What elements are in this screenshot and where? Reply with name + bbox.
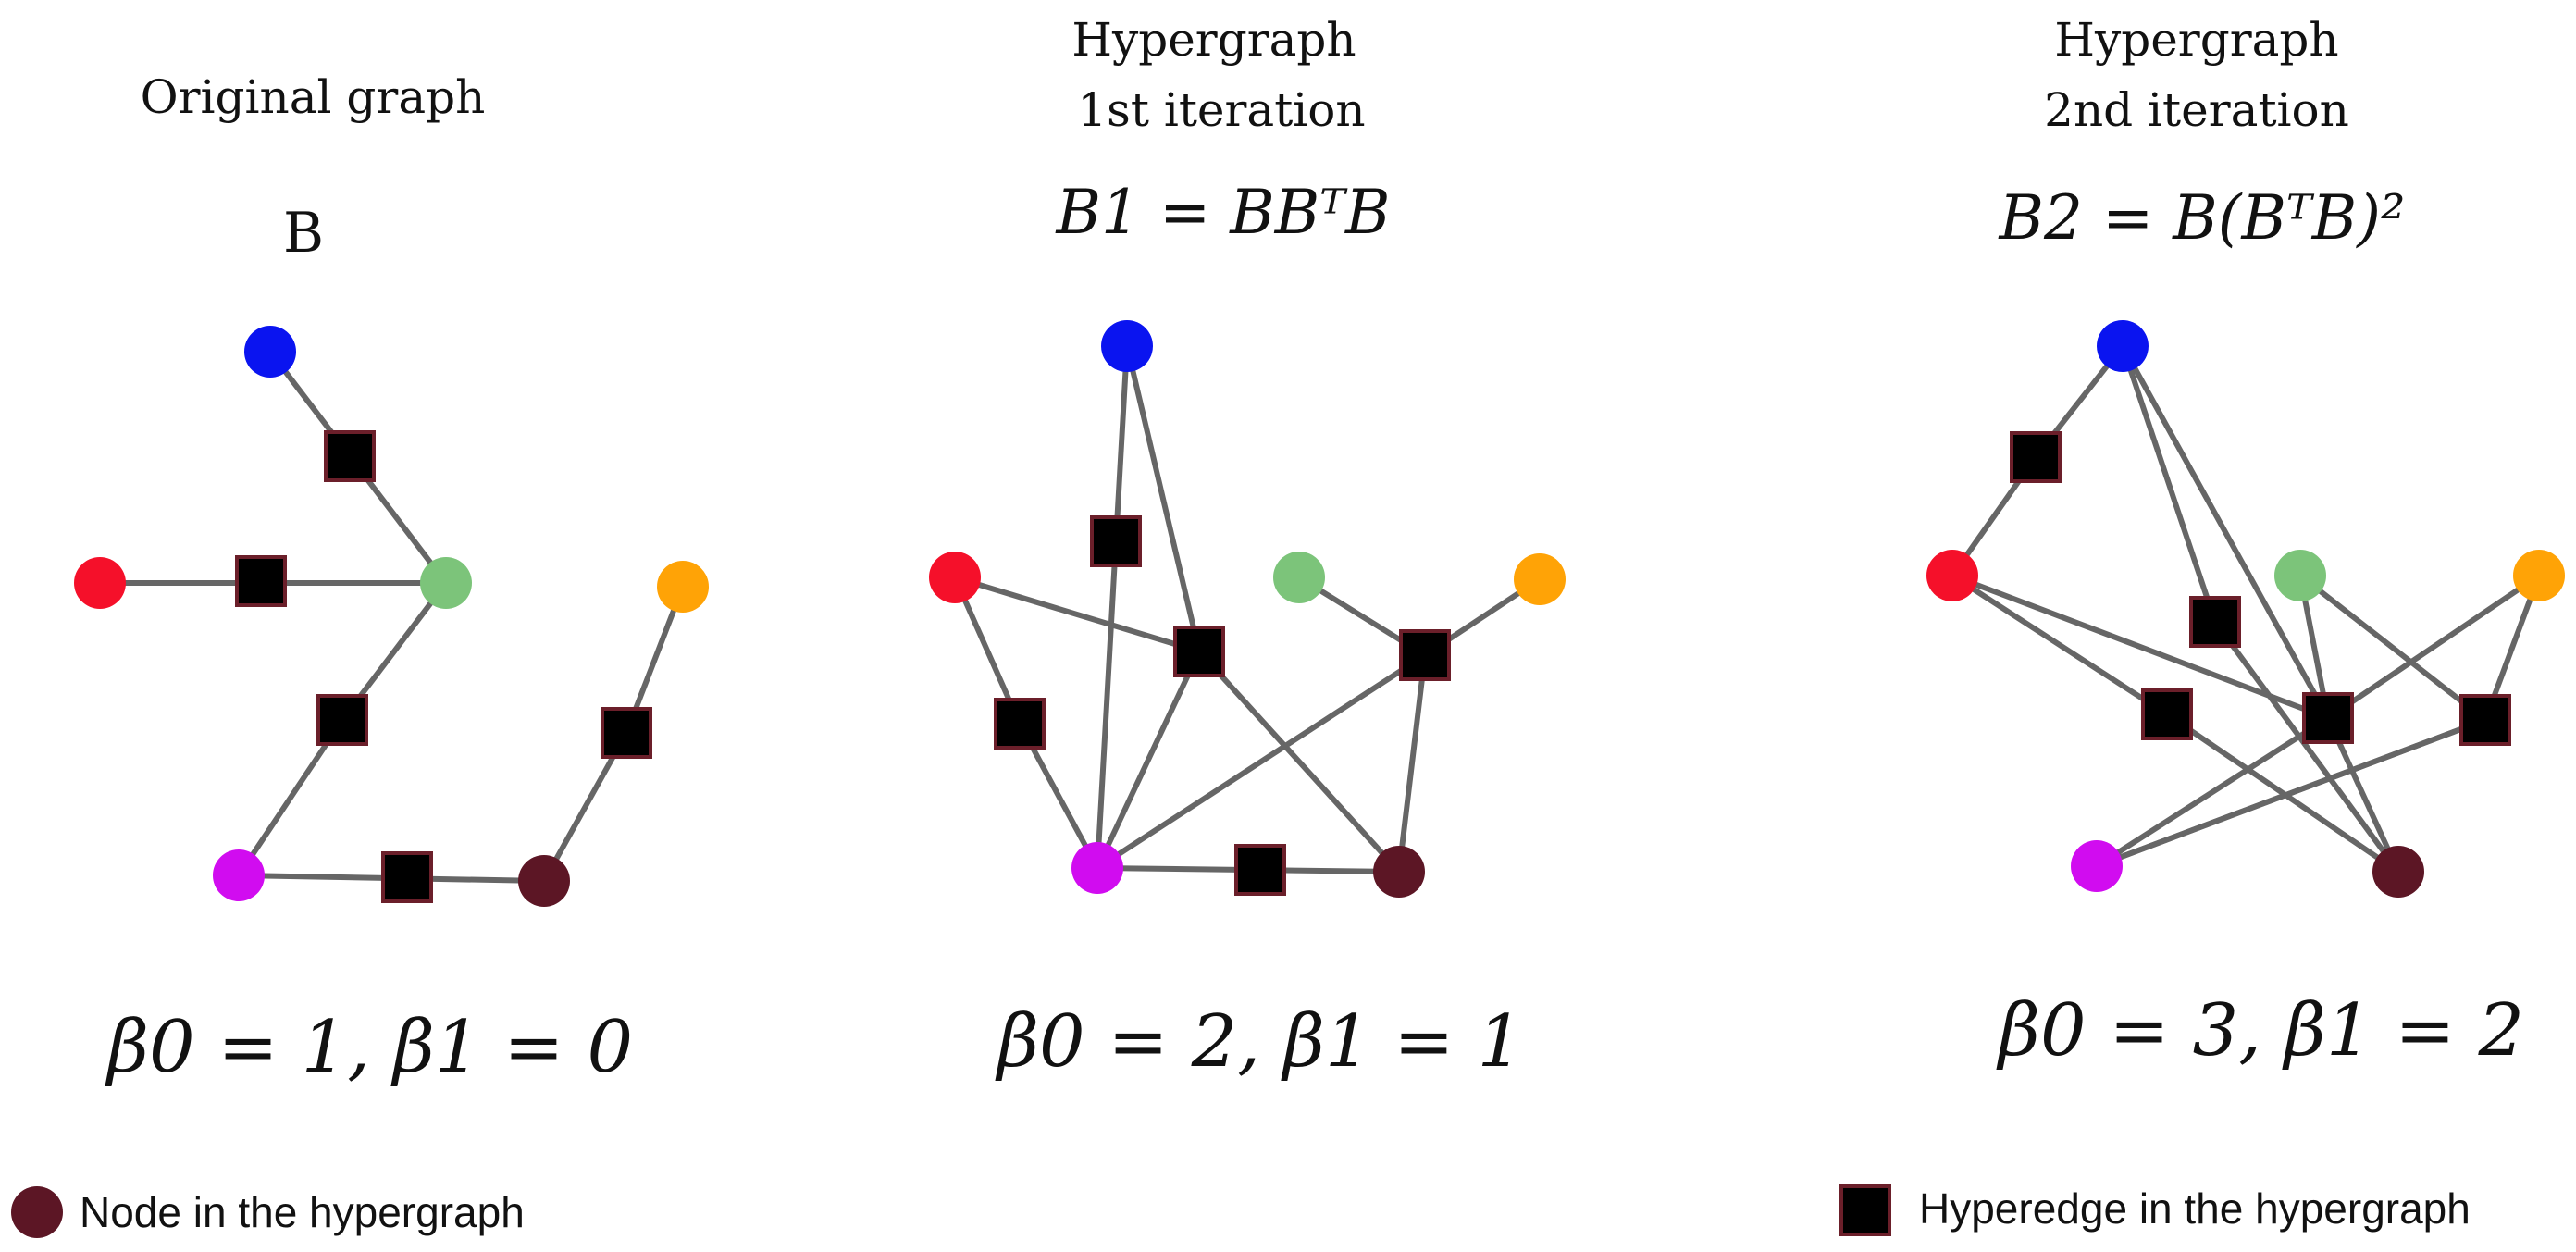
edge bbox=[2094, 715, 2331, 869]
node-orange bbox=[2513, 550, 2565, 601]
node-maroon bbox=[518, 855, 570, 907]
node-red bbox=[929, 552, 981, 603]
edge bbox=[952, 575, 1202, 654]
edge bbox=[2120, 343, 2331, 721]
hyperedge-square bbox=[1173, 626, 1225, 677]
node-red bbox=[1926, 550, 1978, 601]
legend-node-icon bbox=[11, 1186, 63, 1238]
edge bbox=[1095, 652, 1428, 871]
panel-2-title-line-2: 1st iteration bbox=[1077, 83, 1365, 137]
hyperedge-square bbox=[316, 694, 368, 746]
edge bbox=[1095, 539, 1119, 871]
hyperedge-square bbox=[2302, 692, 2354, 744]
legend-hyperedge-icon bbox=[1839, 1184, 1891, 1236]
hyperedge-square bbox=[1234, 844, 1286, 896]
edge bbox=[2120, 343, 2218, 625]
edge bbox=[1950, 573, 2170, 717]
panel-1-title: Original graph bbox=[141, 70, 486, 124]
hyperedge-square bbox=[235, 555, 287, 607]
node-blue bbox=[244, 326, 296, 378]
panel-3-title-line-1: Hypergraph bbox=[2054, 13, 2338, 67]
node-green bbox=[420, 557, 472, 609]
hyperedge-square bbox=[2459, 694, 2511, 746]
node-green bbox=[2274, 550, 2326, 601]
hyperedge-square bbox=[601, 707, 652, 759]
node-green bbox=[1273, 552, 1325, 603]
hyperedge-square bbox=[2141, 688, 2193, 740]
node-purple bbox=[213, 849, 265, 901]
hyperedge-square bbox=[2189, 596, 2241, 648]
node-maroon bbox=[2372, 846, 2424, 898]
hyperedge-square bbox=[1090, 515, 1142, 567]
node-red bbox=[74, 557, 126, 609]
hyperedge-square bbox=[324, 430, 376, 482]
legend-node-label: Node in the hypergraph bbox=[80, 1188, 525, 1236]
node-maroon bbox=[1373, 846, 1425, 898]
node-blue bbox=[2097, 320, 2149, 372]
panel-1-matrix-label: B bbox=[283, 201, 324, 266]
node-purple bbox=[1071, 842, 1123, 894]
edge bbox=[1196, 649, 1402, 874]
panel-first-iteration: Hypergraph 1st iteration B1 = BBᵀB β0 = … bbox=[929, 13, 1566, 1084]
edge bbox=[2212, 619, 2401, 874]
hyperedge-square bbox=[381, 851, 433, 903]
panel-3-title-line-2: 2nd iteration bbox=[2044, 83, 2349, 137]
panel-original-graph: Original graph B β0 = 1, β1 = 0 bbox=[74, 70, 709, 1089]
edge bbox=[1124, 343, 1202, 654]
edge bbox=[1113, 343, 1130, 544]
legend-hyperedge-label: Hyperedge in the hypergraph bbox=[1919, 1184, 2471, 1233]
node-blue bbox=[1101, 320, 1153, 372]
hyperedge-square bbox=[2010, 431, 2062, 483]
node-purple bbox=[2071, 840, 2123, 892]
edge bbox=[2297, 573, 2488, 723]
edge bbox=[1950, 573, 2331, 721]
panel-second-iteration: Hypergraph 2nd iteration B2 = B(BᵀB)² bbox=[1926, 13, 2565, 1072]
edge bbox=[2164, 712, 2401, 874]
legend: Node in the hypergraph Hyperedge in the … bbox=[11, 1184, 2471, 1238]
edge bbox=[1396, 652, 1428, 874]
node-orange bbox=[1514, 553, 1566, 605]
edge bbox=[2325, 573, 2542, 721]
panel-1-betti-numbers: β0 = 1, β1 = 0 bbox=[105, 1006, 633, 1089]
panel-2-title-line-1: Hypergraph bbox=[1071, 13, 1356, 67]
panel-3-betti-numbers: β0 = 3, β1 = 2 bbox=[1996, 989, 2524, 1072]
hyperedge-square bbox=[994, 698, 1046, 750]
panel-2-betti-numbers: β0 = 2, β1 = 1 bbox=[995, 1000, 1523, 1084]
node-orange bbox=[657, 561, 709, 613]
panel-3-matrix-label: B2 = B(BᵀB)² bbox=[1999, 182, 2406, 254]
edge bbox=[1095, 649, 1202, 871]
edge bbox=[2094, 717, 2488, 869]
panel-2-matrix-label: B1 = BBᵀB bbox=[1056, 177, 1391, 248]
hyperedge-square bbox=[1399, 629, 1451, 681]
